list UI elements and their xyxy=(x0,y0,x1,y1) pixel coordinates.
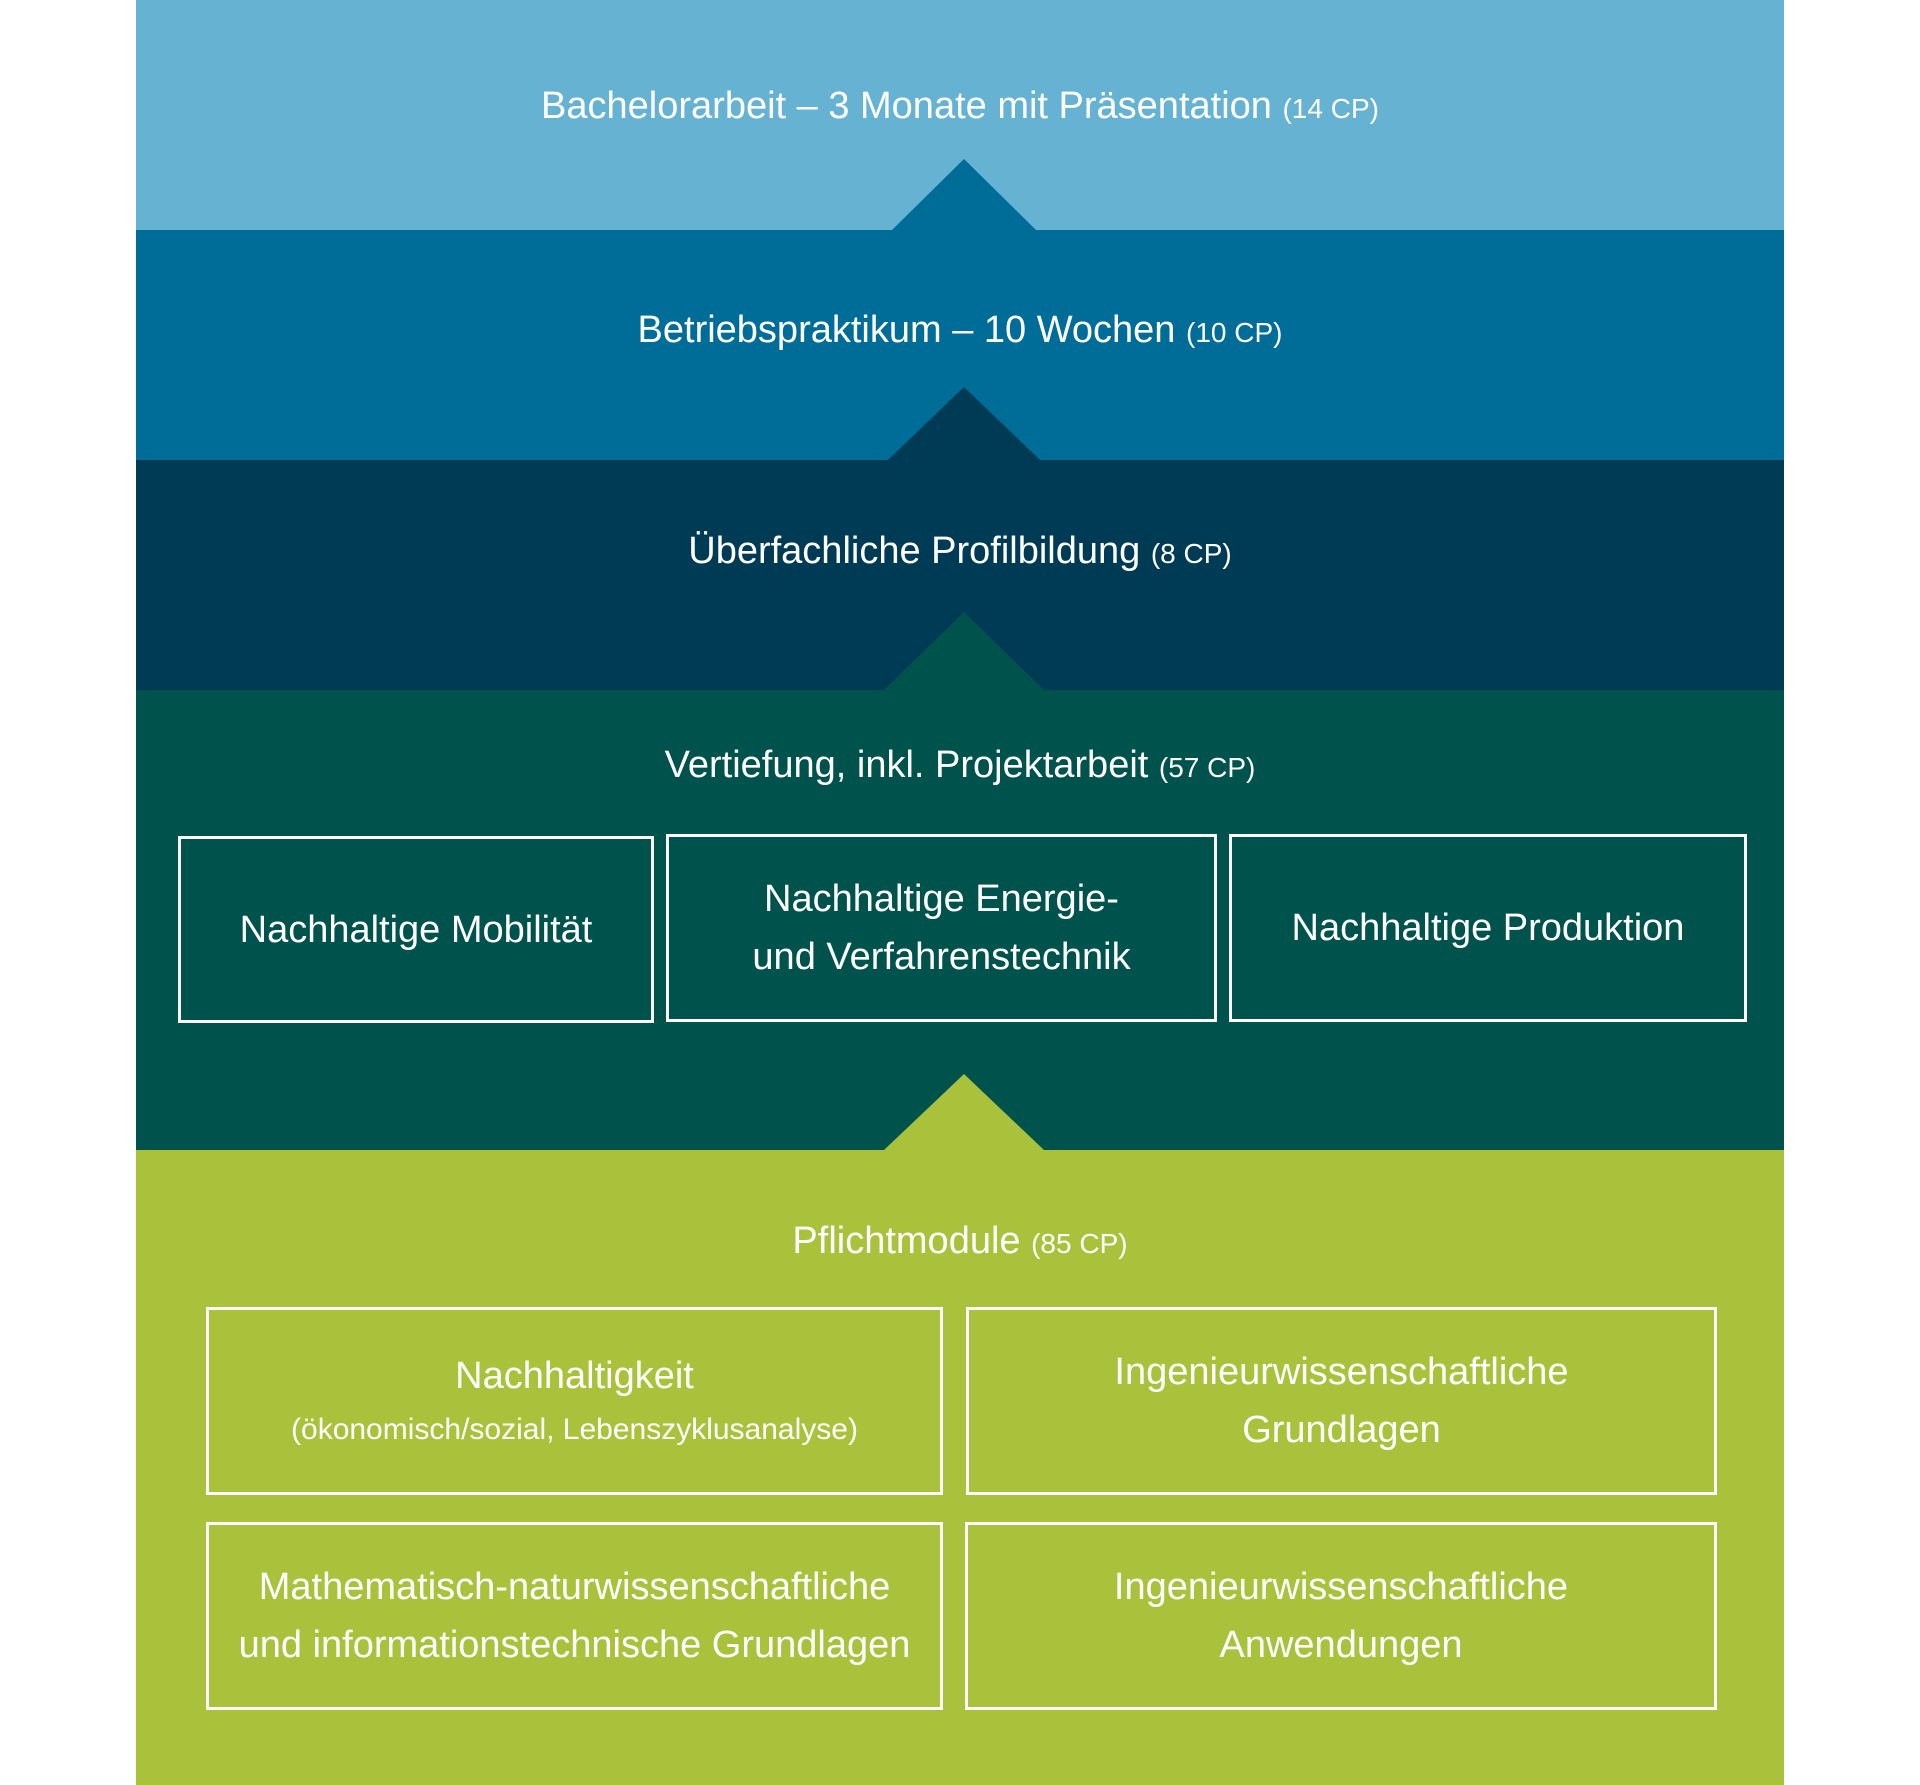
track-box-energy: Nachhaltige Energie- und Verfahrenstechn… xyxy=(666,834,1217,1022)
thesis-title-text: Bachelorarbeit – 3 Monate mit Präsentati… xyxy=(541,85,1272,127)
band-specialization: Vertiefung, inkl. Projektarbeit (57 CP) xyxy=(136,690,1784,1150)
internship-cp: (10 CP) xyxy=(1186,317,1283,348)
band-mandatory-title: Pflichtmodule (85 CP) xyxy=(136,1218,1784,1267)
track-box-mobility: Nachhaltige Mobilität xyxy=(178,836,654,1023)
arrow-up-to-specialization xyxy=(884,1074,1044,1150)
internship-title-text: Betriebspraktikum – 10 Wochen xyxy=(637,309,1176,351)
band-thesis-title: Bachelorarbeit – 3 Monate mit Präsentati… xyxy=(136,83,1784,132)
mandatory-cp: (85 CP) xyxy=(1031,1228,1128,1259)
module-math-science-it-label-1: Mathematisch-naturwissenschaftliche xyxy=(258,1566,891,1608)
module-box-math-science-it: Mathematisch-naturwissenschaftliche und … xyxy=(206,1522,943,1710)
track-production-label: Nachhaltige Produktion xyxy=(1291,907,1685,949)
band-mandatory: Pflichtmodule (85 CP) xyxy=(136,1150,1784,1785)
specialization-title-text: Vertiefung, inkl. Projektarbeit xyxy=(664,744,1149,786)
band-internship-title: Betriebspraktikum – 10 Wochen (10 CP) xyxy=(136,307,1784,356)
arrow-up-to-profile xyxy=(884,612,1044,690)
arrow-up-to-internship xyxy=(888,387,1040,460)
module-sustainability-label: Nachhaltigkeit xyxy=(455,1355,694,1397)
module-box-sustainability: Nachhaltigkeit (ökonomisch/sozial, Leben… xyxy=(206,1307,943,1495)
specialization-cp: (57 CP) xyxy=(1158,752,1256,783)
module-sustainability-sublabel: (ökonomisch/sozial, Lebenszyklusanalyse) xyxy=(291,1413,858,1446)
module-box-engineering-basics: Ingenieurwissenschaftliche Grundlagen xyxy=(966,1307,1717,1495)
track-energy-label-2: und Verfahrenstechnik xyxy=(752,936,1131,978)
track-energy-label-1: Nachhaltige Energie- xyxy=(764,878,1119,920)
module-engineering-applications-label-1: Ingenieurwissenschaftliche xyxy=(1113,1566,1569,1608)
band-profile-title: Überfachliche Profilbildung (8 CP) xyxy=(136,528,1784,577)
profile-title-text: Überfachliche Profilbildung xyxy=(688,530,1141,572)
thesis-cp: (14 CP) xyxy=(1282,93,1379,124)
module-engineering-applications-label-2: Anwendungen xyxy=(1219,1624,1463,1666)
track-mobility-label: Nachhaltige Mobilität xyxy=(239,908,593,951)
module-engineering-basics-label-1: Ingenieurwissenschaftliche xyxy=(1114,1351,1569,1393)
profile-cp: (8 CP) xyxy=(1150,538,1232,569)
track-box-production: Nachhaltige Produktion xyxy=(1229,834,1747,1022)
mandatory-title-text: Pflichtmodule xyxy=(792,1220,1021,1262)
module-math-science-it-label-2: und informationstechnische Grundlagen xyxy=(238,1624,911,1666)
band-specialization-title: Vertiefung, inkl. Projektarbeit (57 CP) xyxy=(136,742,1784,791)
module-box-engineering-applications: Ingenieurwissenschaftliche Anwendungen xyxy=(965,1522,1717,1710)
module-engineering-basics-label-2: Grundlagen xyxy=(1242,1409,1441,1451)
band-internship: Betriebspraktikum – 10 Wochen (10 CP) xyxy=(136,230,1784,460)
arrow-up-to-thesis xyxy=(892,159,1036,230)
